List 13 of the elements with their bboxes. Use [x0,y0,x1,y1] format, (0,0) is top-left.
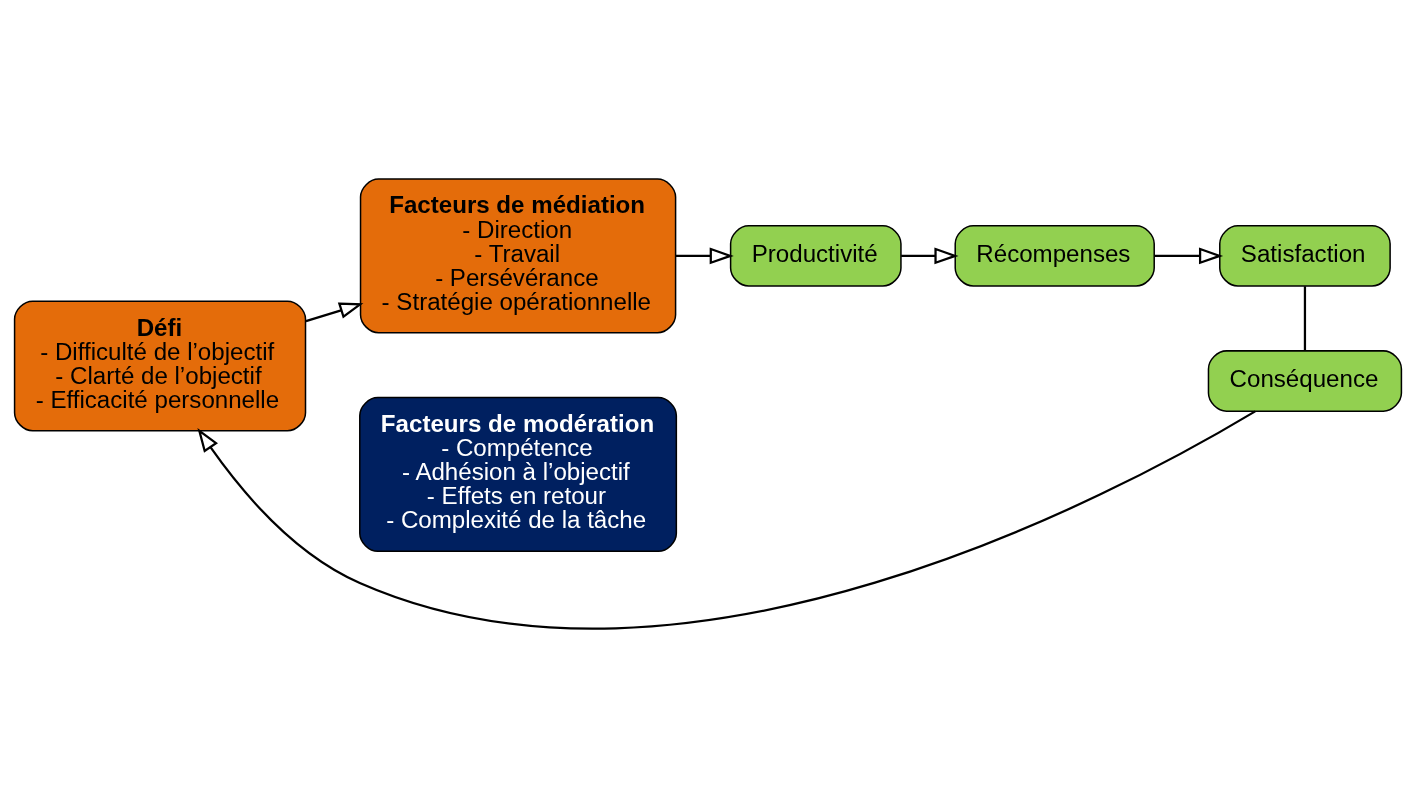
connector [1303,285,1307,351]
arrow [197,409,1256,629]
node-box: Récompenses [954,224,1155,287]
arrow [1154,246,1224,264]
node-box: Facteurs de modération - Compétence - Adhésion à l’objectif - Effets en retour - Complexité de la tâche [359,396,678,552]
node-box: Satisfaction [1219,224,1391,287]
arrow [305,301,364,322]
node-box: Conséquence [1207,349,1403,412]
arrow [901,246,959,264]
node-box: Facteurs de médiation - Direction - Travail - Persévérance - Stratégie opérationnelle [359,177,677,334]
arrow [676,246,734,264]
node-box: Productivité [729,224,902,287]
node-box: Défi - Difficulté de l’objectif - Clarté de l’objectif - Efficacité personnelle [13,299,307,432]
